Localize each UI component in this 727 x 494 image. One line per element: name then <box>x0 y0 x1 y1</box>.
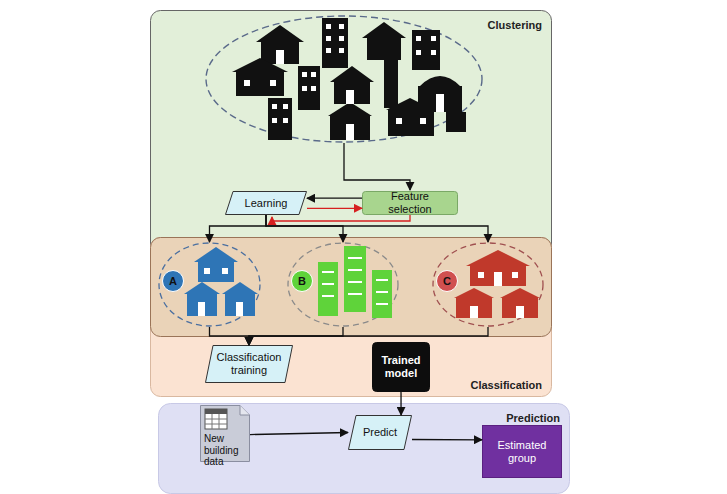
process-box: Feature selection <box>362 191 458 215</box>
flow-arrow <box>249 327 343 345</box>
node-label: New building data <box>204 433 248 468</box>
group-c-schools <box>454 250 540 318</box>
classification-panel: Classification A B C Classification training… <box>150 237 552 397</box>
process-parallelogram: Classification training <box>205 345 293 383</box>
prediction-panel: PredictionNew building dataPredictEstima… <box>158 403 570 494</box>
flow-arrow <box>210 327 250 345</box>
building-cluster <box>206 16 482 142</box>
group-ellipse: C <box>432 242 544 327</box>
flow-arrow <box>307 198 362 199</box>
process-parallelogram: Learning <box>225 191 307 215</box>
flow-arrow <box>250 433 348 435</box>
group-b-towers <box>318 246 392 318</box>
table-icon <box>205 409 227 429</box>
node-label: Feature selection <box>368 190 452 215</box>
flow-arrow <box>412 439 482 441</box>
flow-arrow <box>210 215 267 242</box>
group-a-houses <box>184 247 258 316</box>
group-letter: A <box>162 270 184 292</box>
flow-arrow <box>400 392 401 415</box>
group-ellipse: B <box>287 242 399 327</box>
panel-title: Clustering <box>488 19 542 32</box>
flow-arrow <box>266 215 488 242</box>
process-parallelogram: Predict <box>348 415 412 450</box>
group-ellipse: A <box>158 242 261 327</box>
node-label: Trained model <box>378 354 424 379</box>
panel-title: Classification <box>470 379 542 392</box>
feedback-arrow <box>272 215 410 221</box>
data-document: New building data <box>200 405 250 462</box>
group-letter: B <box>291 270 313 292</box>
flow-arrow <box>266 215 343 242</box>
group-letter: C <box>436 270 458 292</box>
node-label: Estimated group <box>488 439 556 464</box>
result-box: Estimated group <box>482 425 562 478</box>
flow-arrow <box>307 208 362 209</box>
model-box: Trained model <box>372 342 430 392</box>
node-label: Predict <box>363 426 397 439</box>
flow-arrow <box>249 327 488 345</box>
node-label: Learning <box>245 197 288 210</box>
panel-title: Prediction <box>506 412 560 425</box>
cluster-arrow <box>344 143 410 190</box>
node-label: Classification training <box>211 351 287 376</box>
